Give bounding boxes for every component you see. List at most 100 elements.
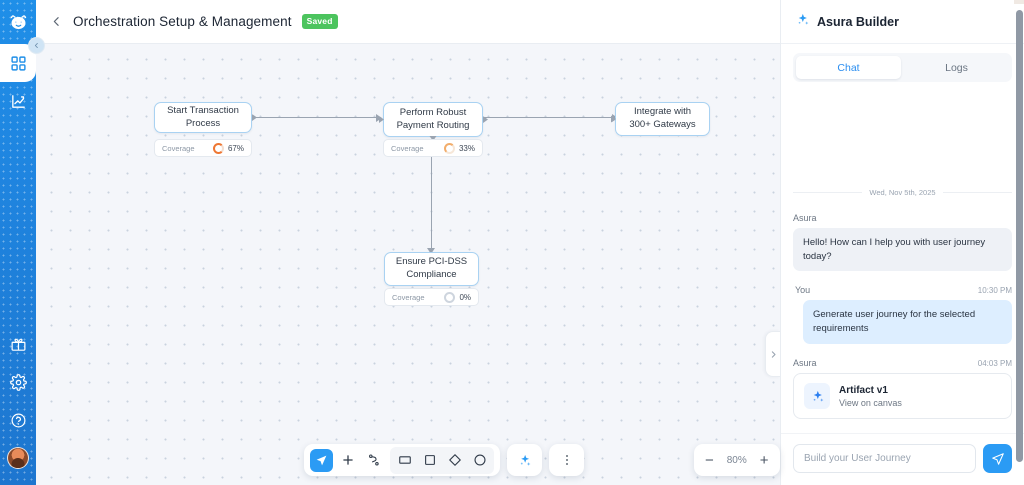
chat-input[interactable]	[793, 444, 976, 473]
coverage-value: 33%	[458, 143, 475, 153]
coverage-value: 0%	[459, 292, 471, 302]
sidebar-item-gift[interactable]	[0, 325, 36, 363]
node-port-right-icon[interactable]	[483, 116, 488, 123]
artifact-text-group: Artifact v1 View on canvas	[839, 385, 902, 408]
canvas-toolbar	[304, 444, 584, 476]
node-port-right-icon[interactable]	[252, 114, 257, 121]
coverage-badge: Coverage 0%	[384, 288, 479, 306]
message-bubble: Generate user journey for the selected r…	[803, 300, 1012, 344]
dots-vertical-icon[interactable]	[555, 449, 578, 472]
top-bar: Orchestration Setup & Management Saved	[36, 0, 780, 44]
circle-icon[interactable]	[468, 449, 491, 472]
zoom-level-value: 80%	[726, 454, 747, 466]
left-sidebar-rail	[0, 0, 36, 485]
panel-corner-notch	[1014, 0, 1024, 4]
panel-title: Asura Builder	[817, 14, 899, 29]
chat-message-artifact: Asura 04:03 PM Artifact v1 View on canva…	[793, 358, 1012, 419]
zoom-in-button[interactable]: +	[759, 451, 769, 469]
day-separator-label: Wed, Nov 5th, 2025	[869, 187, 936, 197]
sidebar-item-settings[interactable]	[0, 363, 36, 401]
chat-thread[interactable]: Wed, Nov 5th, 2025 Asura Hello! How can …	[781, 82, 1024, 433]
tab-chat[interactable]: Chat	[796, 56, 901, 79]
artifact-card[interactable]: Artifact v1 View on canvas	[793, 373, 1012, 419]
coverage-value: 67%	[227, 143, 244, 153]
zoom-out-button[interactable]: −	[705, 451, 714, 469]
shape-tools-group	[390, 446, 494, 474]
flow-node[interactable]: Start Transaction Process	[154, 102, 257, 133]
avatar[interactable]	[0, 439, 36, 477]
toolbar-main-group	[304, 444, 500, 476]
chat-composer	[781, 433, 1024, 485]
panel-header: Asura Builder	[781, 0, 1024, 44]
sidebar-item-help[interactable]	[0, 401, 36, 439]
message-meta: You 10:30 PM	[793, 285, 1012, 295]
message-author: You	[795, 285, 811, 296]
flow-node-label: Ensure PCI-DSS Compliance	[395, 256, 468, 280]
coverage-badge: Coverage 67%	[154, 139, 252, 157]
tab-logs[interactable]: Logs	[945, 61, 968, 74]
sparkle-icon	[804, 383, 830, 409]
toolbar-more-group	[549, 444, 584, 476]
coverage-ring-icon	[212, 142, 224, 154]
coverage-label: Coverage	[162, 143, 195, 153]
coverage-label: Coverage	[391, 143, 424, 153]
chat-message: Asura Hello! How can I help you with use…	[793, 213, 1012, 272]
coverage-value-group: 0%	[444, 291, 471, 303]
connector-icon[interactable]	[362, 449, 385, 472]
message-author: Asura	[793, 212, 817, 223]
asura-builder-panel: Asura Builder Chat Logs Wed, Nov 5th, 20…	[780, 0, 1024, 485]
coverage-value-group: 67%	[212, 142, 244, 154]
message-meta: Asura 04:03 PM	[793, 358, 1012, 368]
artifact-title: Artifact v1	[839, 384, 888, 396]
coverage-badge: Coverage 33%	[383, 139, 483, 157]
flow-node-label: Start Transaction Process	[167, 104, 239, 129]
flow-node-label: Integrate with 300+ Gateways	[629, 106, 696, 130]
coverage-ring-icon	[443, 142, 455, 154]
edge-n2-n3	[483, 117, 615, 119]
flow-node[interactable]: Ensure PCI-DSS Compliance	[384, 252, 479, 286]
rail-bottom-group	[0, 325, 36, 485]
message-time: 04:03 PM	[977, 359, 1012, 368]
plus-icon[interactable]	[336, 449, 359, 472]
panel-tabs: Chat Logs	[793, 53, 1012, 82]
user-avatar-image	[7, 447, 29, 469]
message-meta: Asura	[793, 213, 1012, 223]
edge-arrow-n2-n4	[427, 248, 435, 254]
node-port-left-icon[interactable]	[611, 115, 616, 123]
day-separator: Wed, Nov 5th, 2025	[793, 188, 1012, 197]
rectangle-icon[interactable]	[393, 449, 416, 472]
chat-message: You 10:30 PM Generate user journey for t…	[793, 285, 1012, 344]
sidebar-collapse-toggle[interactable]	[28, 37, 45, 54]
cursor-arrow-icon[interactable]	[310, 448, 333, 472]
coverage-value-group: 33%	[443, 142, 475, 154]
zoom-control: − 80% +	[694, 444, 780, 476]
message-author: Asura	[793, 358, 817, 368]
flow-node[interactable]: Integrate with 300+ Gateways	[611, 102, 710, 136]
panel-scrollbar-thumb[interactable]	[1016, 10, 1023, 462]
sparkle-icon	[795, 12, 810, 32]
panel-scrollbar[interactable]	[1016, 4, 1023, 478]
coverage-ring-icon	[444, 291, 456, 303]
back-chevron-icon[interactable]	[50, 15, 63, 28]
diamond-icon[interactable]	[443, 449, 466, 472]
panel-expand-handle[interactable]	[765, 331, 780, 377]
flow-canvas[interactable]: Start Transaction Process Coverage 67% P…	[36, 44, 780, 485]
status-badge: Saved	[301, 14, 338, 29]
coverage-label: Coverage	[392, 292, 425, 302]
node-port-left-icon[interactable]	[379, 116, 384, 123]
square-icon[interactable]	[418, 449, 441, 472]
tiger-logo-icon[interactable]	[0, 0, 36, 44]
message-time: 10:30 PM	[977, 286, 1012, 296]
artifact-subtitle: View on canvas	[839, 397, 902, 408]
flow-node[interactable]: Perform Robust Payment Routing	[379, 102, 488, 137]
edge-n1-n2	[252, 117, 379, 119]
message-bubble: Hello! How can I help you with user jour…	[793, 227, 1012, 272]
toolbar-ai-group	[507, 444, 542, 476]
center-column: Orchestration Setup & Management Saved S…	[36, 0, 780, 485]
sparkle-icon[interactable]	[513, 449, 536, 472]
edge-n2-n4	[431, 139, 433, 255]
send-paper-plane-icon[interactable]	[983, 444, 1012, 473]
sidebar-item-analytics[interactable]	[0, 82, 36, 120]
flow-node-label: Perform Robust Payment Routing	[396, 106, 470, 131]
